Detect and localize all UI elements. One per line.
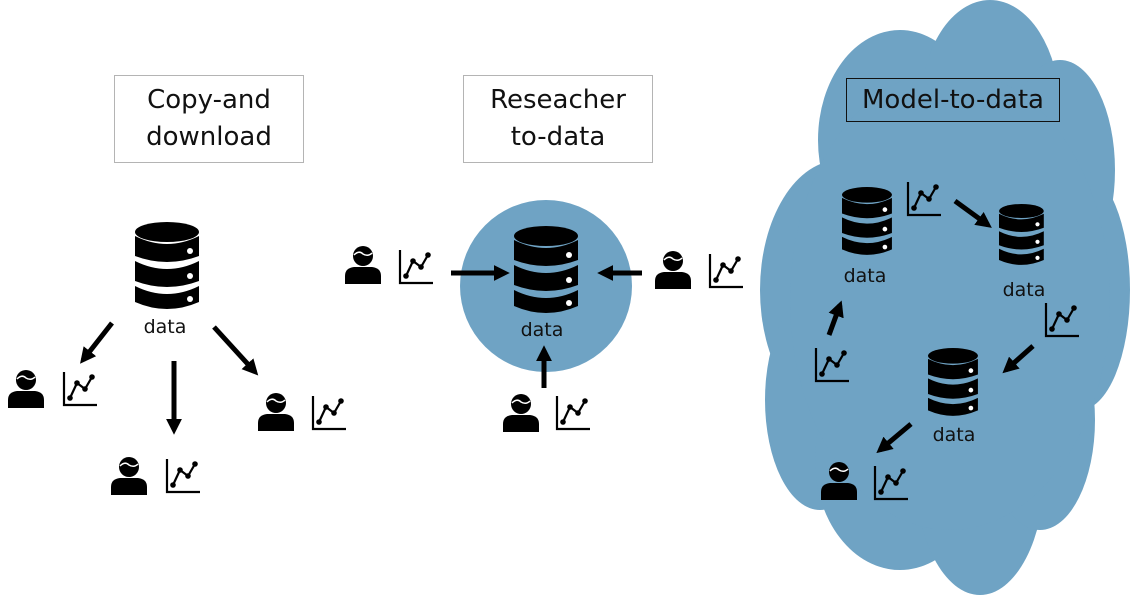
cloud-shape bbox=[760, 0, 1130, 595]
line-chart-icon bbox=[398, 248, 435, 285]
researcher-to-data-title: Reseacher to-data bbox=[463, 75, 653, 163]
arrow-icon bbox=[80, 321, 114, 364]
line-chart-icon bbox=[708, 252, 745, 289]
arrow-icon bbox=[826, 300, 844, 336]
line-chart-icon bbox=[311, 394, 348, 431]
title-line: Reseacher bbox=[490, 85, 626, 115]
line-chart-icon bbox=[62, 370, 99, 407]
line-chart-icon bbox=[555, 394, 592, 431]
researcher-to-data-panel bbox=[344, 200, 745, 433]
copy-download-title: Copy-and download bbox=[114, 75, 304, 163]
copy-download-panel bbox=[7, 222, 348, 496]
title-line: Copy-and bbox=[147, 85, 271, 115]
arrow-icon bbox=[876, 422, 913, 454]
arrow-icon bbox=[953, 198, 992, 228]
person-icon bbox=[344, 245, 382, 285]
database-label: data bbox=[520, 319, 564, 341]
person-icon bbox=[257, 392, 295, 432]
database-label: data bbox=[1002, 279, 1046, 301]
database-label: data bbox=[932, 424, 976, 446]
person-icon bbox=[654, 250, 692, 290]
database-label: data bbox=[143, 316, 187, 338]
person-icon bbox=[110, 456, 148, 496]
model-to-data-panel bbox=[760, 0, 1130, 595]
title-line: download bbox=[146, 122, 272, 152]
person-icon bbox=[502, 393, 540, 433]
database-label: data bbox=[843, 265, 887, 287]
person-icon bbox=[7, 369, 45, 409]
line-chart-icon bbox=[165, 457, 202, 494]
arrow-icon bbox=[1002, 344, 1035, 374]
model-to-data-title: Model-to-data bbox=[846, 78, 1060, 122]
title-text: Model-to-data bbox=[862, 84, 1044, 115]
database-icon bbox=[135, 222, 199, 309]
title-line: to-data bbox=[510, 122, 606, 152]
arrow-icon bbox=[212, 325, 259, 376]
